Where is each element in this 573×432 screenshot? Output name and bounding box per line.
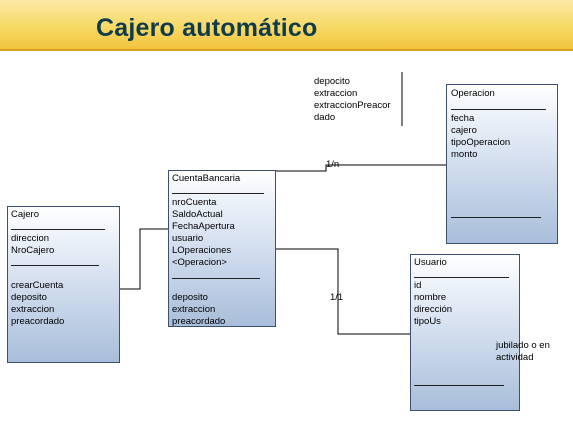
class-cuenta-attribute: LOperaciones (172, 245, 232, 256)
class-usuario-attribute: nombre (414, 292, 447, 303)
class-cajero-method: preacordado (11, 316, 65, 327)
class-operacion-divider (451, 217, 541, 218)
enum-line: extraccion (314, 88, 358, 99)
tipo-usuario-note-line: actividad (496, 352, 534, 363)
class-cajero-attribute: NroCajero (11, 245, 55, 256)
class-usuario-divider (414, 385, 504, 386)
page-title: Cajero automático (96, 14, 318, 42)
class-usuario (410, 254, 520, 411)
class-cuenta-attribute: SaldoActual (172, 209, 223, 220)
class-usuario-attribute: dirección (414, 304, 453, 315)
class-cuenta-attribute: <Operacion> (172, 257, 227, 268)
class-cuenta-attribute: usuario (172, 233, 204, 244)
class-operacion-attribute: tipoOperacion (451, 137, 511, 148)
class-cajero-attribute: direccion (11, 233, 50, 244)
tipo-usuario-note-line: jubilado o en (496, 340, 550, 351)
class-cuenta-method: extraccion (172, 304, 216, 315)
class-operacion-attribute: cajero (451, 125, 477, 136)
class-cajero-method: deposito (11, 292, 47, 303)
class-cuenta-divider (172, 278, 260, 279)
class-usuario-attribute: id (414, 280, 422, 291)
class-cajero (7, 206, 120, 363)
class-cajero-divider (11, 229, 105, 230)
header-divider (0, 49, 573, 51)
class-usuario-attribute: tipoUs (414, 316, 441, 327)
class-cuenta-method: preacordado (172, 316, 226, 327)
class-cuenta-divider (172, 193, 264, 194)
class-cuenta-method: deposito (172, 292, 208, 303)
class-cajero-name: Cajero (11, 209, 39, 220)
multiplicity-cuenta-usuario: 1/1 (330, 292, 344, 303)
cuenta-usuario-association (276, 248, 410, 335)
class-cuenta-attribute: FechaApertura (172, 221, 235, 232)
class-operacion-name: Operacion (451, 88, 495, 99)
class-cuenta-attribute: nroCuenta (172, 197, 217, 208)
class-usuario-divider (414, 277, 509, 278)
class-cuenta-name: CuentaBancaria (172, 173, 241, 184)
class-cajero-method: extraccion (11, 304, 55, 315)
header-band (0, 0, 573, 50)
enum-line: depocito (314, 76, 350, 87)
class-operacion-divider (451, 109, 546, 110)
class-cuenta-bancaria (168, 170, 276, 327)
class-cajero-method: crearCuenta (11, 280, 64, 291)
class-operacion-attribute: fecha (451, 113, 475, 124)
multiplicity-cuenta-operacion: 1/n (326, 159, 340, 170)
cuenta-operacion-association (266, 164, 446, 172)
class-operacion-attribute: monto (451, 149, 478, 160)
enum-line: extraccionPreacor (314, 100, 391, 111)
class-operacion (446, 84, 558, 244)
enum-line: dado (314, 112, 336, 123)
class-cajero-divider (11, 265, 99, 266)
class-usuario-name: Usuario (414, 257, 447, 268)
cajero-cuenta-association (120, 228, 168, 290)
